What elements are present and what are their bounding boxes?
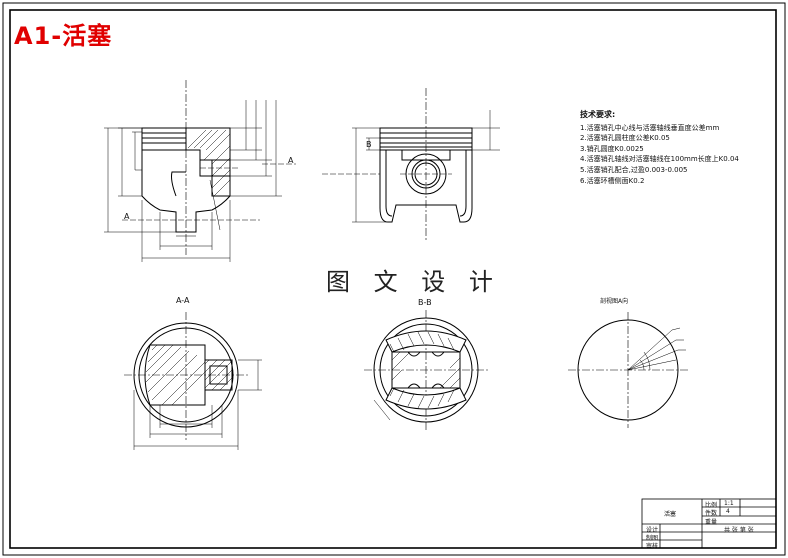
tech-item: 6.活塞环槽侧面K0.2 — [580, 176, 645, 185]
inner-border — [9, 9, 777, 549]
draw-label: 制图 — [646, 535, 659, 542]
qty-label: 件数 — [705, 510, 718, 517]
cutaway-label: 剖视图A向 — [600, 298, 629, 305]
tech-item: 2.活塞销孔圆柱度公差K0.05 — [580, 134, 670, 143]
title-block — [641, 498, 777, 549]
drawing-title: A1-活塞 — [14, 22, 113, 50]
scale-label: 比例 — [705, 502, 718, 509]
cutaway-view — [568, 312, 688, 428]
section-mark-b: B — [366, 140, 372, 149]
view-label-aa: A-A — [176, 296, 190, 305]
design-label: 设计 — [646, 527, 659, 534]
tech-item: 4.活塞销孔轴线对活塞轴线在100mm长度上K0.04 — [580, 155, 739, 164]
qty-value: 4 — [726, 508, 730, 515]
tech-item: 3.销孔圆度K0.0025 — [580, 144, 644, 153]
side-view — [322, 88, 500, 240]
bb-section-view — [364, 310, 488, 432]
aa-section-view — [124, 312, 262, 450]
weight-label: 重量 — [705, 519, 718, 526]
section-mark-a-right: A — [288, 156, 294, 165]
scale-value: 1:1 — [724, 500, 734, 507]
sheet-info: 共 张 第 张 — [724, 527, 754, 534]
watermark-text: 图 文 设 计 — [326, 268, 501, 296]
part-name: 活塞 — [664, 511, 677, 518]
tech-item: 1.活塞销孔中心线与活塞轴线垂直度公差mm — [580, 123, 720, 132]
technical-requirements: 技术要求: 1.活塞销孔中心线与活塞轴线垂直度公差mm 2.活塞销孔圆柱度公差K… — [580, 110, 739, 186]
tech-heading: 技术要求: — [580, 110, 616, 119]
tech-item: 5.活塞销孔配合,过盈0.003-0.005 — [580, 165, 688, 174]
check-label: 审核 — [646, 543, 659, 550]
section-mark-a-left: A — [124, 212, 130, 221]
view-label-bb: B-B — [418, 298, 432, 307]
front-section-view — [104, 80, 296, 262]
